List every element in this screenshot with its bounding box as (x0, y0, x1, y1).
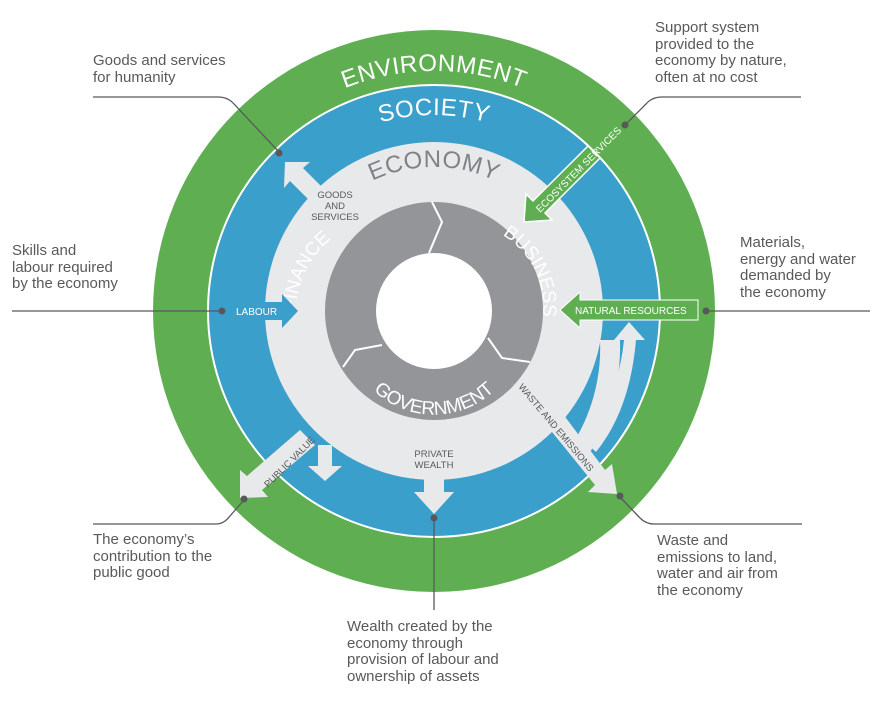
leader-goods (93, 96, 283, 157)
note-goods-services: Goods and services for humanity (93, 52, 226, 86)
leader-wealth (430, 514, 438, 610)
resource-flow-channel (570, 340, 621, 460)
divider-finance-business (428, 201, 444, 254)
leader-ecosystem (621, 96, 801, 129)
private-wealth-label-1: PRIVATE (414, 449, 453, 460)
natural-resources-label: NATURAL RESOURCES (575, 306, 687, 317)
goods-label-3: SERVICES (311, 212, 359, 223)
labour-arrow: LABOUR (224, 294, 298, 328)
note-labour: Skills and labour required by the econom… (12, 242, 118, 292)
note-natural-resources: Materials, energy and water demanded by … (740, 234, 856, 301)
leader-resources (702, 307, 870, 315)
divider-government-finance (342, 344, 383, 368)
note-public-value: The economy’s contribution to the public… (93, 531, 213, 581)
goods-label-1: GOODS (317, 190, 352, 201)
goods-label-2: AND (325, 201, 345, 212)
private-wealth-arrow: PRIVATE WEALTH (414, 449, 454, 514)
note-private-wealth: Wealth created by the economy through pr… (347, 618, 499, 685)
leader-labour (12, 307, 226, 315)
public-value-down-arrow (308, 445, 342, 481)
core-hole (376, 253, 492, 369)
leader-public-value (93, 495, 248, 525)
divider-business-government (487, 337, 531, 363)
labour-label: LABOUR (236, 307, 277, 318)
private-wealth-label-2: WEALTH (415, 460, 454, 471)
resource-return-arrow (583, 322, 645, 452)
note-waste-emissions: Waste and emissions to land, water and a… (657, 532, 778, 599)
leader-waste (616, 492, 802, 525)
note-ecosystem-services: Support system provided to the economy b… (655, 19, 787, 86)
goods-services-arrow: GOODS AND SERVICES (284, 162, 359, 223)
natural-resources-arrow: NATURAL RESOURCES (559, 290, 699, 330)
